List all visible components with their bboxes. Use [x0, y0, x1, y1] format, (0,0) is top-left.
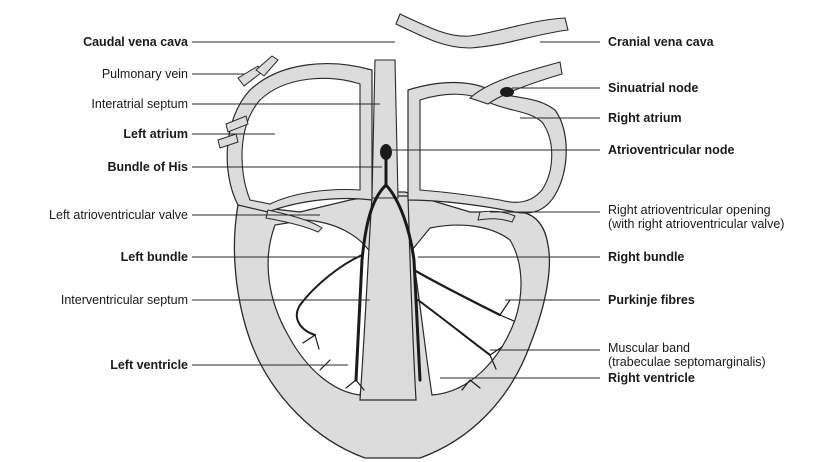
label-interatrial-septum: Interatrial septum — [91, 97, 188, 111]
label-muscular-band-sub: (trabeculae septomarginalis) — [608, 355, 766, 369]
label-purkinje-fibres: Purkinje fibres — [608, 293, 695, 307]
cranial-vena-cava-band — [396, 14, 568, 48]
sinuatrial-node — [500, 87, 514, 97]
label-bundle-of-his: Bundle of His — [107, 160, 188, 174]
label-right-atrium: Right atrium — [608, 111, 682, 125]
label-atrioventricular-node: Atrioventricular node — [608, 143, 734, 157]
label-right-bundle: Right bundle — [608, 250, 684, 264]
label-sinuatrial-node: Sinuatrial node — [608, 81, 698, 95]
label-right-ventricle: Right ventricle — [608, 371, 695, 385]
label-left-av-valve: Left atrioventricular valve — [49, 208, 188, 222]
label-right-av-opening-sub: (with right atrioventricular valve) — [608, 217, 784, 231]
label-left-ventricle: Left ventricle — [110, 358, 188, 372]
label-pulmonary-vein: Pulmonary vein — [102, 67, 188, 81]
label-left-atrium: Left atrium — [123, 127, 188, 141]
atrioventricular-node — [380, 144, 392, 160]
label-muscular-band: Muscular band — [608, 341, 690, 355]
label-caudal-vena-cava: Caudal vena cava — [83, 35, 188, 49]
label-left-bundle: Left bundle — [121, 250, 188, 264]
label-right-av-opening: Right atrioventricular opening — [608, 203, 771, 217]
label-interventricular-septum: Interventricular septum — [61, 293, 188, 307]
label-cranial-vena-cava: Cranial vena cava — [608, 35, 714, 49]
